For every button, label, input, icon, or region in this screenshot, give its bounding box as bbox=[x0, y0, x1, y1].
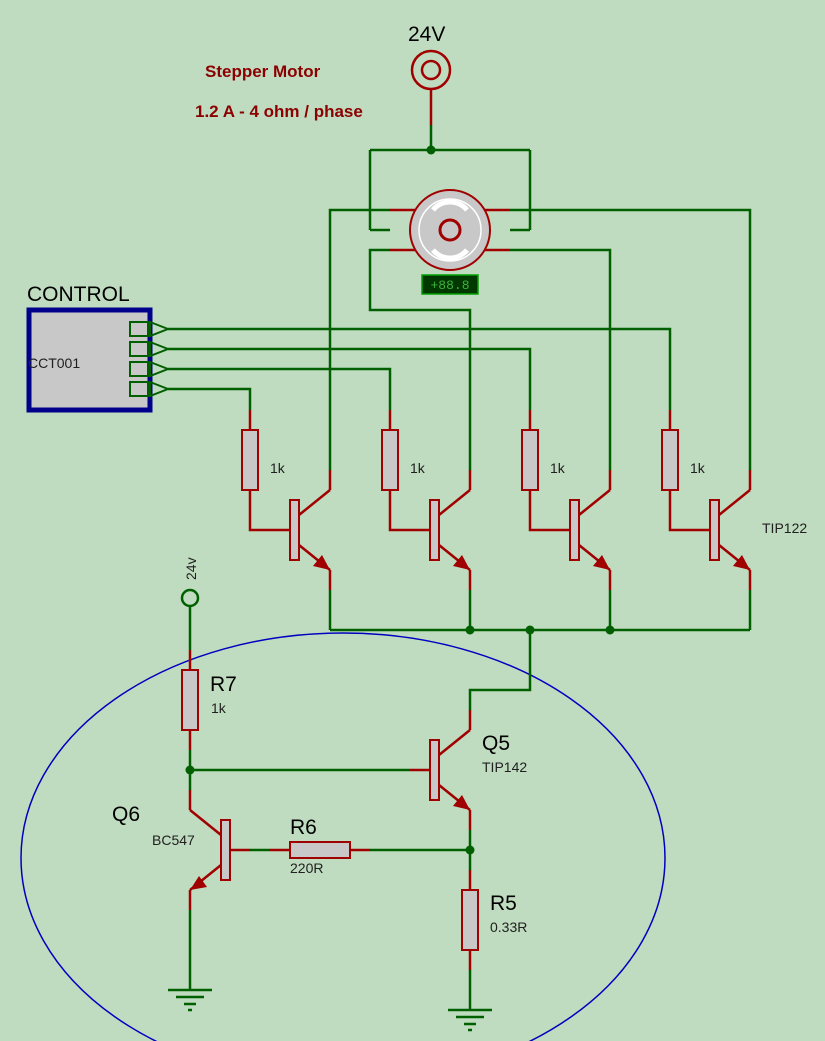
svg-text:TIP122: TIP122 bbox=[762, 520, 807, 536]
supply-terminal-24v: 24V bbox=[408, 23, 452, 125]
driver-stage-1: 1k bbox=[241, 410, 332, 590]
sense-node-wiring bbox=[370, 830, 475, 870]
svg-text:+88.8: +88.8 bbox=[430, 278, 469, 293]
motor-readout: +88.8 bbox=[421, 274, 479, 295]
control-block: CONTROL CCT001 bbox=[26, 283, 171, 413]
current-limiter-boundary bbox=[20, 632, 666, 1041]
title-stepper-motor: Stepper Motor bbox=[205, 62, 321, 81]
q5-base-wiring bbox=[185, 750, 410, 790]
svg-text:CONTROL: CONTROL bbox=[27, 283, 130, 306]
svg-text:1k: 1k bbox=[410, 460, 426, 476]
ground-symbol-q6 bbox=[168, 910, 212, 1012]
emitter-bus bbox=[328, 590, 752, 710]
resistor-r7: R7 1k bbox=[181, 650, 237, 750]
stepper-motor bbox=[390, 189, 510, 271]
svg-text:1k: 1k bbox=[550, 460, 566, 476]
motor-phase-wiring bbox=[328, 208, 752, 470]
svg-text:24V: 24V bbox=[408, 23, 445, 46]
supply-terminal-small: 24v bbox=[180, 557, 200, 650]
title-phase-spec: 1.2 A - 4 ohm / phase bbox=[195, 102, 363, 121]
svg-text:R6: R6 bbox=[290, 816, 317, 839]
control-signal-wiring bbox=[168, 327, 672, 410]
svg-text:Q6: Q6 bbox=[112, 803, 140, 826]
svg-text:1k: 1k bbox=[690, 460, 706, 476]
svg-text:0.33R: 0.33R bbox=[490, 919, 527, 935]
svg-text:1k: 1k bbox=[211, 700, 227, 716]
svg-text:220R: 220R bbox=[290, 860, 323, 876]
driver-stage-2: 1k bbox=[381, 410, 472, 590]
svg-text:R5: R5 bbox=[490, 892, 517, 915]
svg-text:Q5: Q5 bbox=[482, 732, 510, 755]
svg-text:BC547: BC547 bbox=[152, 832, 195, 848]
svg-text:24v: 24v bbox=[183, 557, 199, 580]
resistor-r6: R6 220R bbox=[250, 816, 370, 876]
driver-stage-3: 1k bbox=[521, 410, 612, 590]
resistor-r5: R5 0.33R bbox=[461, 870, 527, 970]
svg-text:CCT001: CCT001 bbox=[28, 355, 80, 371]
transistor-q6: Q6 BC547 bbox=[112, 790, 250, 910]
svg-text:R7: R7 bbox=[210, 673, 237, 696]
ground-symbol-r5 bbox=[448, 970, 492, 1032]
svg-text:TIP142: TIP142 bbox=[482, 759, 527, 775]
transistor-q5: Q5 TIP142 bbox=[410, 710, 527, 830]
svg-text:1k: 1k bbox=[270, 460, 286, 476]
motor-common-wiring bbox=[368, 125, 532, 232]
driver-stage-4: 1k TIP122 bbox=[661, 410, 807, 590]
